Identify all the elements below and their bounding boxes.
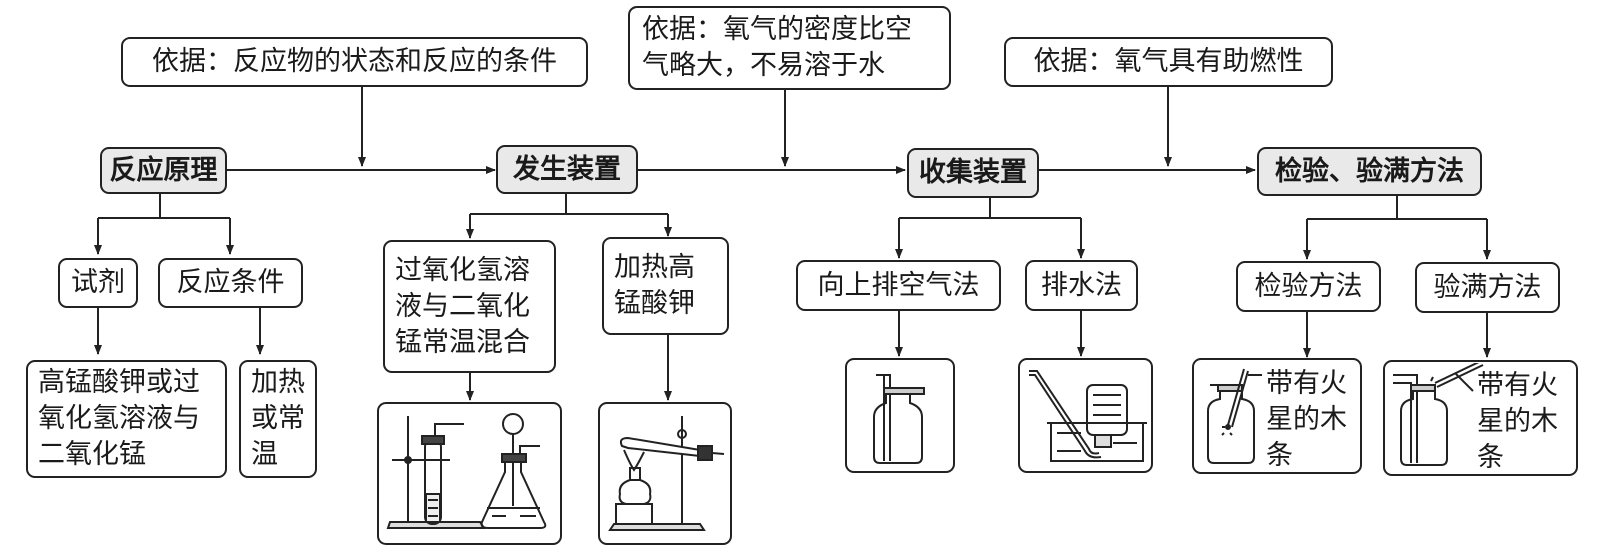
basis-reaction-state: 依据：反应物的状态和反应的条件 <box>121 37 588 87</box>
basis-reaction-state-text: 依据：反应物的状态和反应的条件 <box>152 46 557 77</box>
wood-splint-inside-bottle-icon <box>1207 368 1262 464</box>
heating-apparatus-icon <box>608 415 725 531</box>
test-caption2: 带有火 星的木 条 <box>1477 370 1558 473</box>
collector-apparatus1 <box>845 358 955 473</box>
gas-bottle-upward-icon <box>872 373 925 464</box>
test-apparatus1: 带有火 星的木 条 <box>1192 358 1362 474</box>
principle-condition: 反应条件 <box>158 258 303 308</box>
main-generator-text: 发生装置 <box>513 153 621 185</box>
test-apparatus2: 带有火 星的木 条 <box>1383 360 1578 476</box>
collector-option1-text: 向上排空气法 <box>817 269 980 301</box>
collector-option2: 排水法 <box>1025 260 1138 311</box>
main-collector: 收集装置 <box>907 148 1039 198</box>
generator-option1-text: 过氧化氢溶 液与二氧化 锰常温混合 <box>395 254 530 358</box>
test-caption1: 带有火 星的木 条 <box>1266 368 1347 471</box>
basis-combustion-text: 依据：氧气具有助燃性 <box>1033 46 1304 77</box>
wood-splint-at-bottle-mouth-icon <box>1393 363 1484 466</box>
main-test: 检验、验满方法 <box>1257 147 1482 196</box>
test-option1: 检验方法 <box>1236 261 1381 312</box>
collector-option1: 向上排空气法 <box>796 260 1001 311</box>
test-option2: 验满方法 <box>1415 262 1560 313</box>
principle-reagent-value-text: 高锰酸钾或过 氧化氢溶液与 二氧化锰 <box>38 367 200 470</box>
generator-option2-text: 加热高 锰酸钾 <box>614 252 695 319</box>
peroxide-apparatus-icon <box>386 412 546 529</box>
principle-reagent-value: 高锰酸钾或过 氧化氢溶液与 二氧化锰 <box>26 360 227 478</box>
collector-apparatus2 <box>1018 358 1153 473</box>
test-option1-text: 检验方法 <box>1254 270 1363 302</box>
basis-combustion: 依据：氧气具有助燃性 <box>1004 37 1333 87</box>
principle-condition-value-text: 加热 或常 温 <box>251 367 305 470</box>
basis-density-text: 依据：氧气的密度比空 气略大，不易溶于水 <box>642 14 912 81</box>
main-generator: 发生装置 <box>496 145 638 194</box>
main-test-text: 检验、验满方法 <box>1275 155 1464 187</box>
principle-reagent: 试剂 <box>58 258 138 308</box>
principle-reagent-text: 试剂 <box>71 267 125 298</box>
principle-condition-value: 加热 或常 温 <box>239 360 317 478</box>
main-principle: 反应原理 <box>100 147 227 194</box>
basis-density: 依据：氧气的密度比空 气略大，不易溶于水 <box>628 6 951 90</box>
water-trough-icon <box>1028 369 1147 462</box>
generator-option2: 加热高 锰酸钾 <box>602 237 729 335</box>
main-principle-text: 反应原理 <box>109 154 218 186</box>
main-collector-text: 收集装置 <box>919 157 1027 188</box>
generator-option1: 过氧化氢溶 液与二氧化 锰常温混合 <box>383 240 556 373</box>
generator-apparatus1 <box>377 402 562 545</box>
test-option2-text: 验满方法 <box>1433 271 1542 303</box>
collector-option2-text: 排水法 <box>1041 269 1122 301</box>
principle-condition-text: 反应条件 <box>176 267 285 298</box>
generator-apparatus2 <box>598 402 732 545</box>
